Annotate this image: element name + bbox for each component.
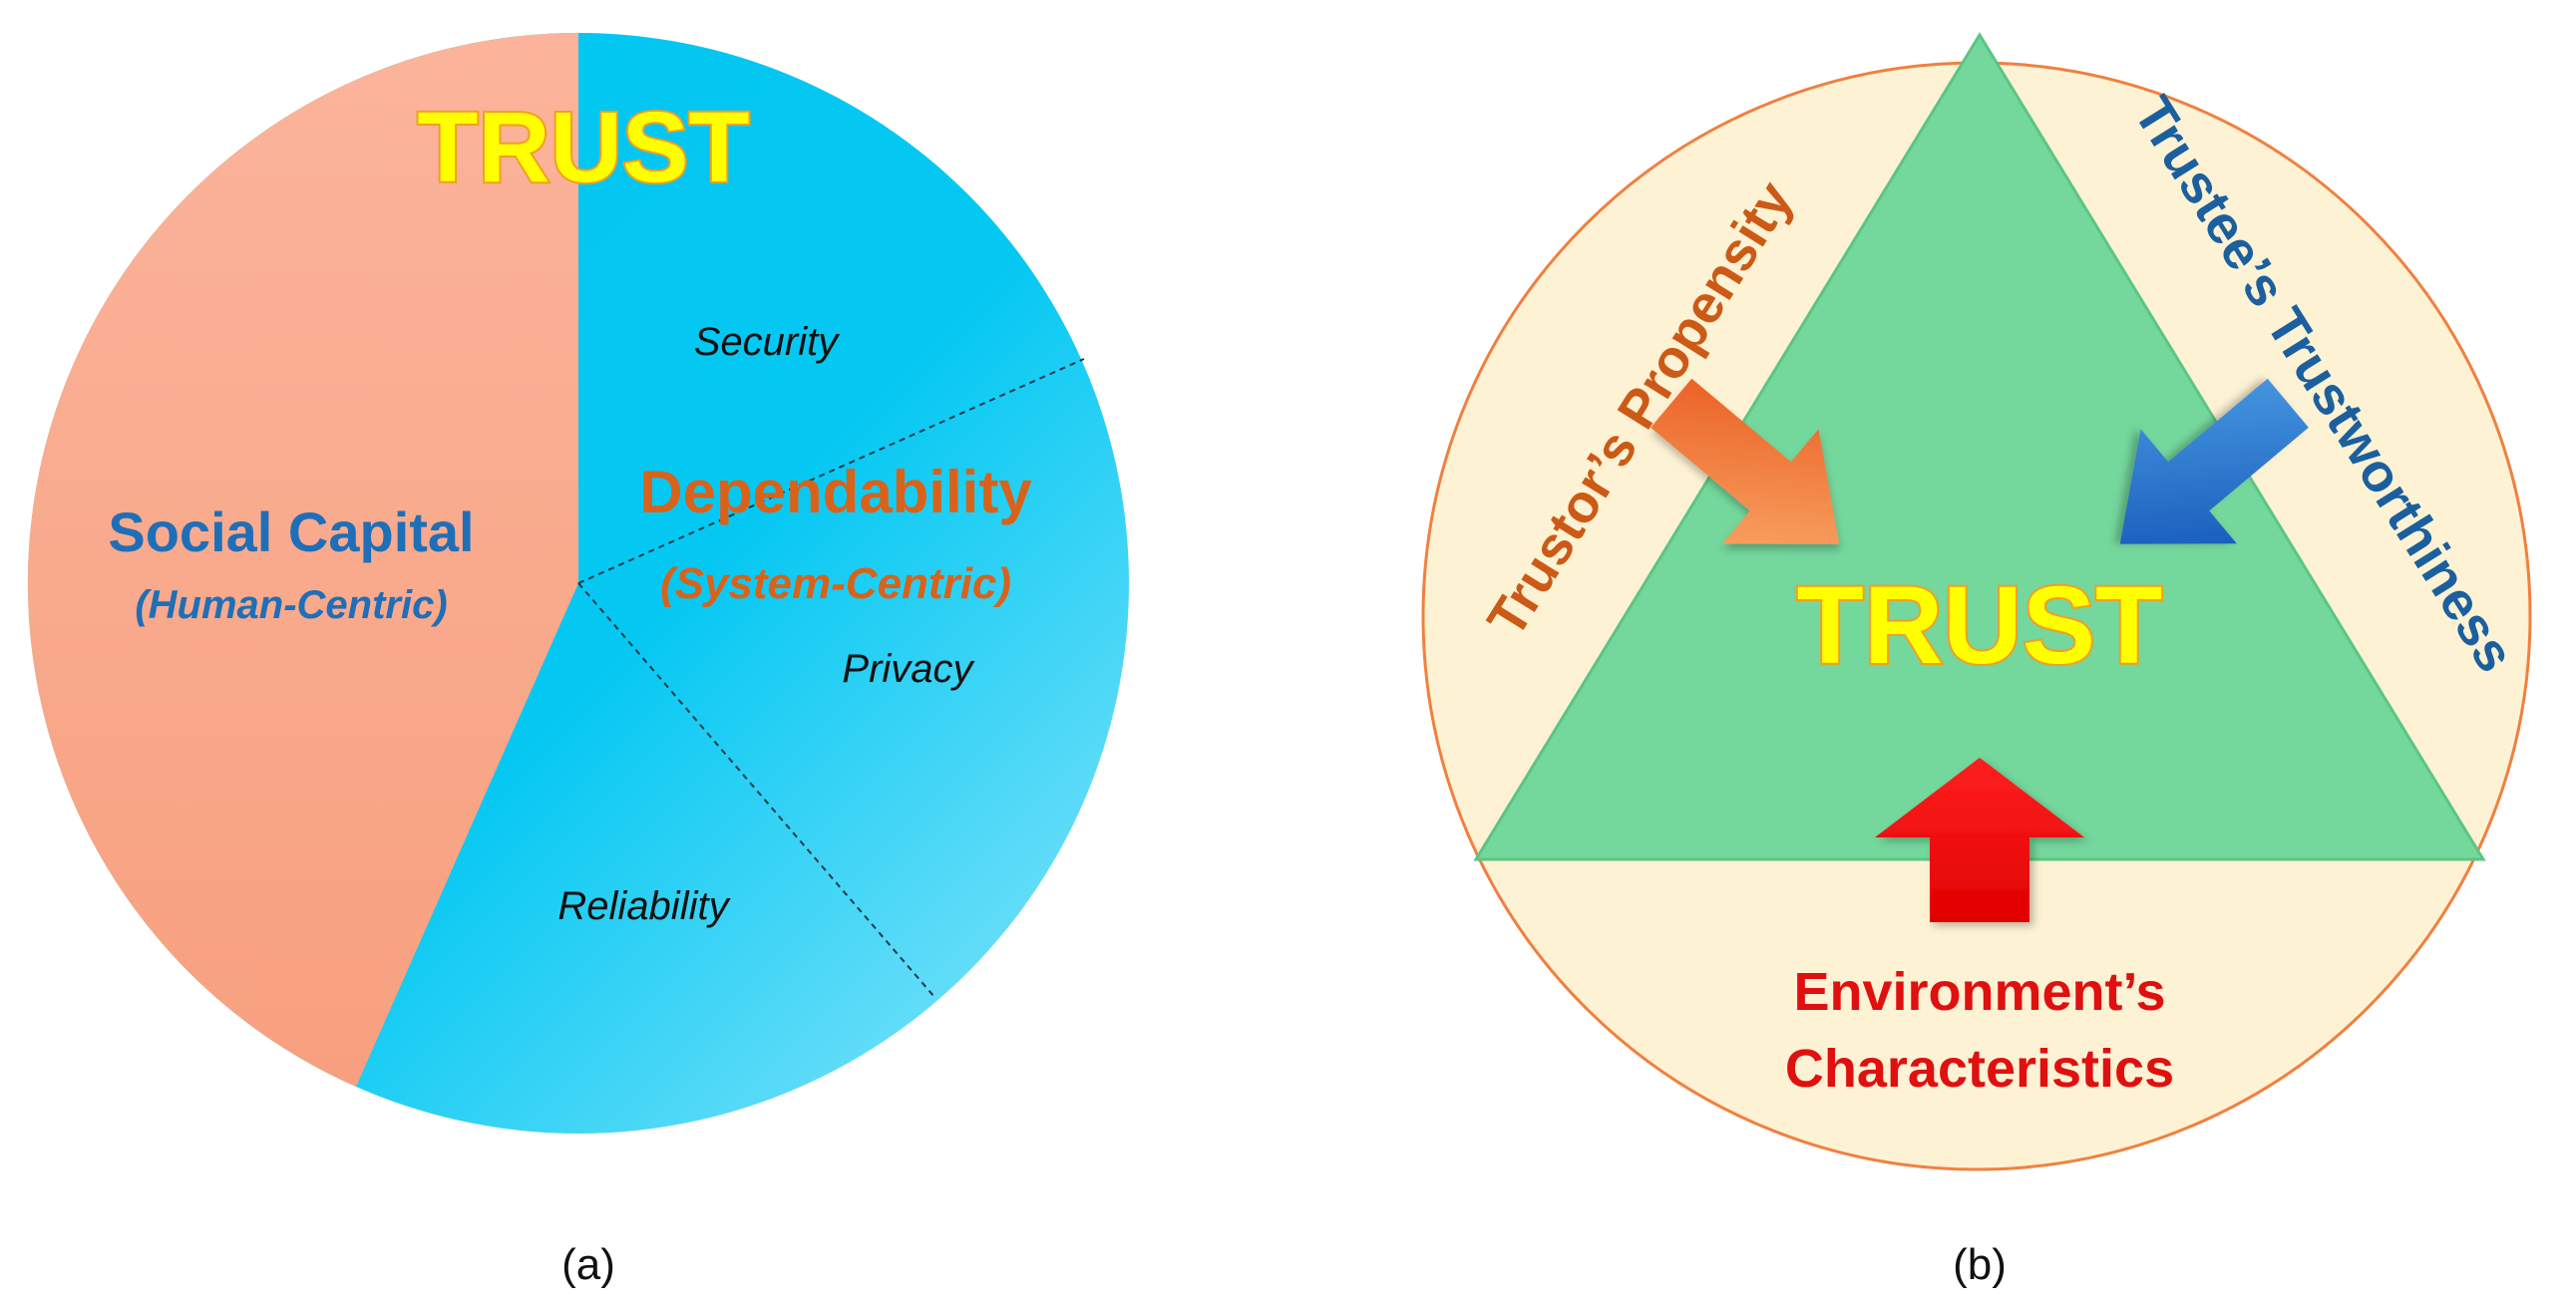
social-capital-sublabel: (Human-Centric) [135, 583, 447, 627]
panel-a: TRUST Social Capital (Human-Centric) Dep… [27, 32, 1129, 1289]
dependability-sublabel: (System-Centric) [660, 559, 1011, 608]
facet-security-label: Security [694, 320, 841, 364]
environment-label-line1: Environment’s [1793, 962, 2165, 1022]
trustor-arrow [1651, 378, 1840, 544]
dependability-label: Dependability [639, 459, 1032, 525]
facet-divider-security-privacy [577, 358, 1085, 584]
facet-privacy-label: Privacy [842, 647, 975, 691]
panel-a-caption: (a) [561, 1240, 615, 1289]
social-capital-segment [27, 32, 578, 1087]
environment-arrow [1875, 758, 2084, 922]
facet-divider-privacy-reliability [577, 582, 935, 998]
panel-a-trust-title: TRUST [417, 92, 749, 203]
environment-label-line2: Characteristics [1785, 1039, 2174, 1099]
panel-b: TRUST Trustor’s Propensity Trustee’s Tru… [1421, 32, 2532, 1289]
trustee-arrow [2119, 378, 2309, 544]
facet-reliability-label: Reliability [557, 884, 731, 928]
panel-b-trust-center: TRUST [1797, 564, 2163, 687]
social-capital-label: Social Capital [108, 500, 474, 563]
panel-b-caption: (b) [1953, 1240, 2007, 1289]
